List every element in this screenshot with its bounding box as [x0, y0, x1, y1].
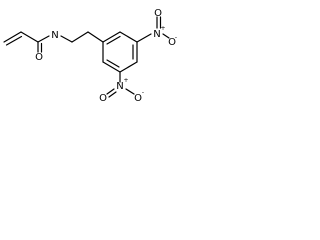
nitro2-o-double-bond	[106, 88, 115, 95]
nitro2-oxygen-charge: -	[142, 89, 144, 96]
amide-oxygen-label: O	[35, 52, 43, 63]
nitro2-oxygen-double-label: O	[99, 93, 107, 103]
ch2-ch2-bond	[71, 31, 89, 43]
ch2-ring-bond	[87, 31, 104, 43]
molecule-drawing: N O N + O O - N + O O -	[3, 8, 177, 103]
nitro1-nitrogen-label: N	[153, 29, 160, 40]
nitro1-nitrogen-charge: +	[160, 25, 165, 32]
nitro2-nitrogen-charge: +	[123, 77, 128, 84]
c-n-bond	[37, 35, 50, 43]
nitro1-o-single-bond	[162, 33, 170, 39]
ring-inner-1	[106, 35, 121, 45]
ring-inner-3	[106, 59, 120, 68]
amide-nitrogen-label: N	[51, 30, 58, 41]
nitro1-oxygen-single-label: O	[168, 37, 176, 48]
nitro2-o-single-bond	[125, 88, 135, 95]
vinyl-bond-1	[3, 31, 22, 43]
nitro1-oxygen-double-label: O	[154, 8, 162, 19]
nitro2-o-double-bond-inner	[108, 91, 117, 98]
nitro2-nitrogen-label: N	[116, 81, 123, 92]
nitro1-oxygen-charge: -	[175, 34, 177, 41]
ring-nitro1-bond	[136, 33, 152, 43]
structure-canvas: N O N + O O - N + O O -	[0, 0, 178, 103]
ring-bond-4	[119, 61, 138, 73]
ring-bond-1	[102, 31, 121, 43]
n-ch2-bond	[60, 35, 73, 43]
ring-bond-5	[102, 61, 121, 73]
vinyl-bond-1-inner	[5, 35, 23, 46]
ring-bond-2	[119, 31, 138, 43]
nitro2-oxygen-single-label: O	[134, 93, 142, 103]
vinyl-bond-2	[20, 31, 39, 43]
